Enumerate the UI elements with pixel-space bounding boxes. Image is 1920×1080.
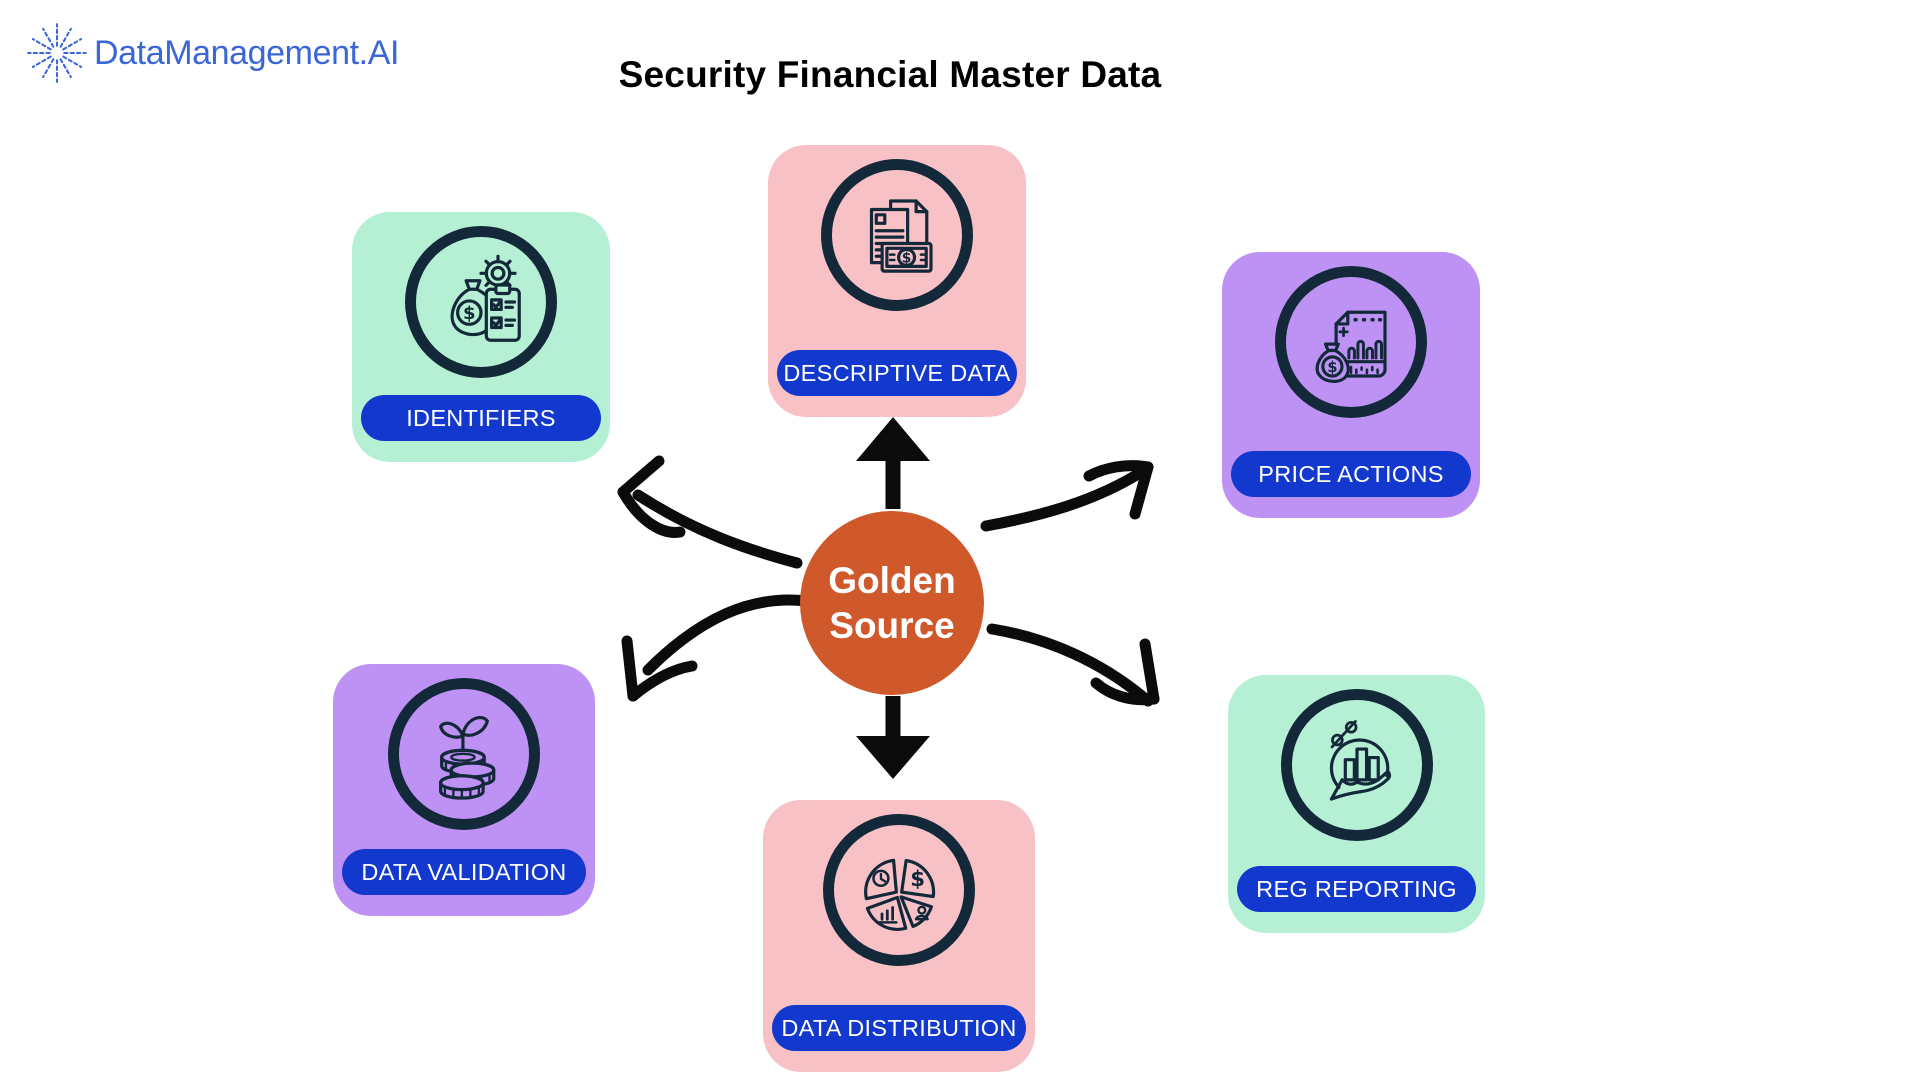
- node-data-distribution: $ DATA DISTRIBUTION: [763, 800, 1035, 1072]
- golden-source-line1: Golden: [828, 559, 956, 601]
- starburst-icon: [27, 23, 87, 83]
- arrow-to-identifiers: [617, 455, 803, 569]
- money-bag-gear-clipboard-icon: $: [450, 254, 521, 342]
- data-validation-pill-button[interactable]: DATA VALIDATION: [342, 849, 586, 895]
- svg-text:$: $: [463, 303, 476, 324]
- pie-wedge-person: [899, 895, 933, 929]
- hand-bar-chart-percent-icon: [1329, 720, 1391, 801]
- descriptive-data-label: DESCRIPTIVE DATA: [783, 359, 1011, 386]
- report-money-bag-icon: $: [1315, 310, 1387, 384]
- pie-chart-segments-icon: $: [864, 858, 936, 931]
- brand-name: DataManagement.AI: [94, 33, 400, 72]
- identifiers-pill-button[interactable]: IDENTIFIERS: [361, 395, 601, 441]
- svg-text:$: $: [1327, 358, 1337, 376]
- data-distribution-icon-ring: $: [823, 814, 975, 966]
- price-actions-label: PRICE ACTIONS: [1258, 460, 1444, 487]
- pie-wedge-dollar: $: [900, 858, 936, 899]
- svg-text:$: $: [902, 251, 912, 267]
- node-identifiers: $ IDENTIFIERS: [352, 212, 610, 462]
- golden-source-line2: Source: [829, 605, 955, 646]
- reg-reporting-label: REG REPORTING: [1256, 875, 1457, 902]
- coins-sprout-icon: [439, 716, 496, 800]
- data-validation-icon-ring: [388, 678, 540, 830]
- node-descriptive-data: $ DESCRIPTIVE DATA: [768, 145, 1026, 417]
- identifiers-label: IDENTIFIERS: [406, 404, 556, 431]
- pie-wedge-clock: [864, 858, 898, 901]
- reg-reporting-pill-button[interactable]: REG REPORTING: [1237, 866, 1476, 912]
- golden-source-node: Golden Source: [800, 511, 984, 695]
- svg-text:$: $: [910, 867, 925, 892]
- arrow-to-data-distribution: [856, 696, 930, 779]
- pie-wedge-bars: [865, 895, 908, 931]
- brand-logo[interactable]: DataManagement.AI: [24, 20, 399, 86]
- arrow-to-reg-reporting: [986, 623, 1160, 707]
- arrow-to-data-validation: [621, 594, 812, 702]
- price-actions-icon-ring: $: [1275, 266, 1427, 418]
- node-reg-reporting: REG REPORTING: [1228, 675, 1485, 933]
- price-actions-pill-button[interactable]: PRICE ACTIONS: [1231, 451, 1471, 497]
- identifiers-icon-ring: $: [405, 226, 557, 378]
- node-data-validation: DATA VALIDATION: [333, 664, 595, 916]
- data-validation-label: DATA VALIDATION: [361, 858, 567, 885]
- data-distribution-label: DATA DISTRIBUTION: [781, 1014, 1017, 1041]
- node-price-actions: $ PRICE ACTIONS: [1222, 252, 1480, 518]
- data-distribution-pill-button[interactable]: DATA DISTRIBUTION: [772, 1005, 1026, 1051]
- descriptive-data-icon-ring: $: [821, 159, 973, 311]
- reg-reporting-icon-ring: [1280, 689, 1433, 841]
- page-title: Security Financial Master Data: [618, 54, 1162, 95]
- document-banknote-icon: $: [869, 199, 933, 273]
- descriptive-data-pill-button[interactable]: DESCRIPTIVE DATA: [777, 350, 1017, 396]
- arrow-to-descriptive-data: [856, 417, 930, 509]
- arrow-to-price-actions: [980, 460, 1154, 532]
